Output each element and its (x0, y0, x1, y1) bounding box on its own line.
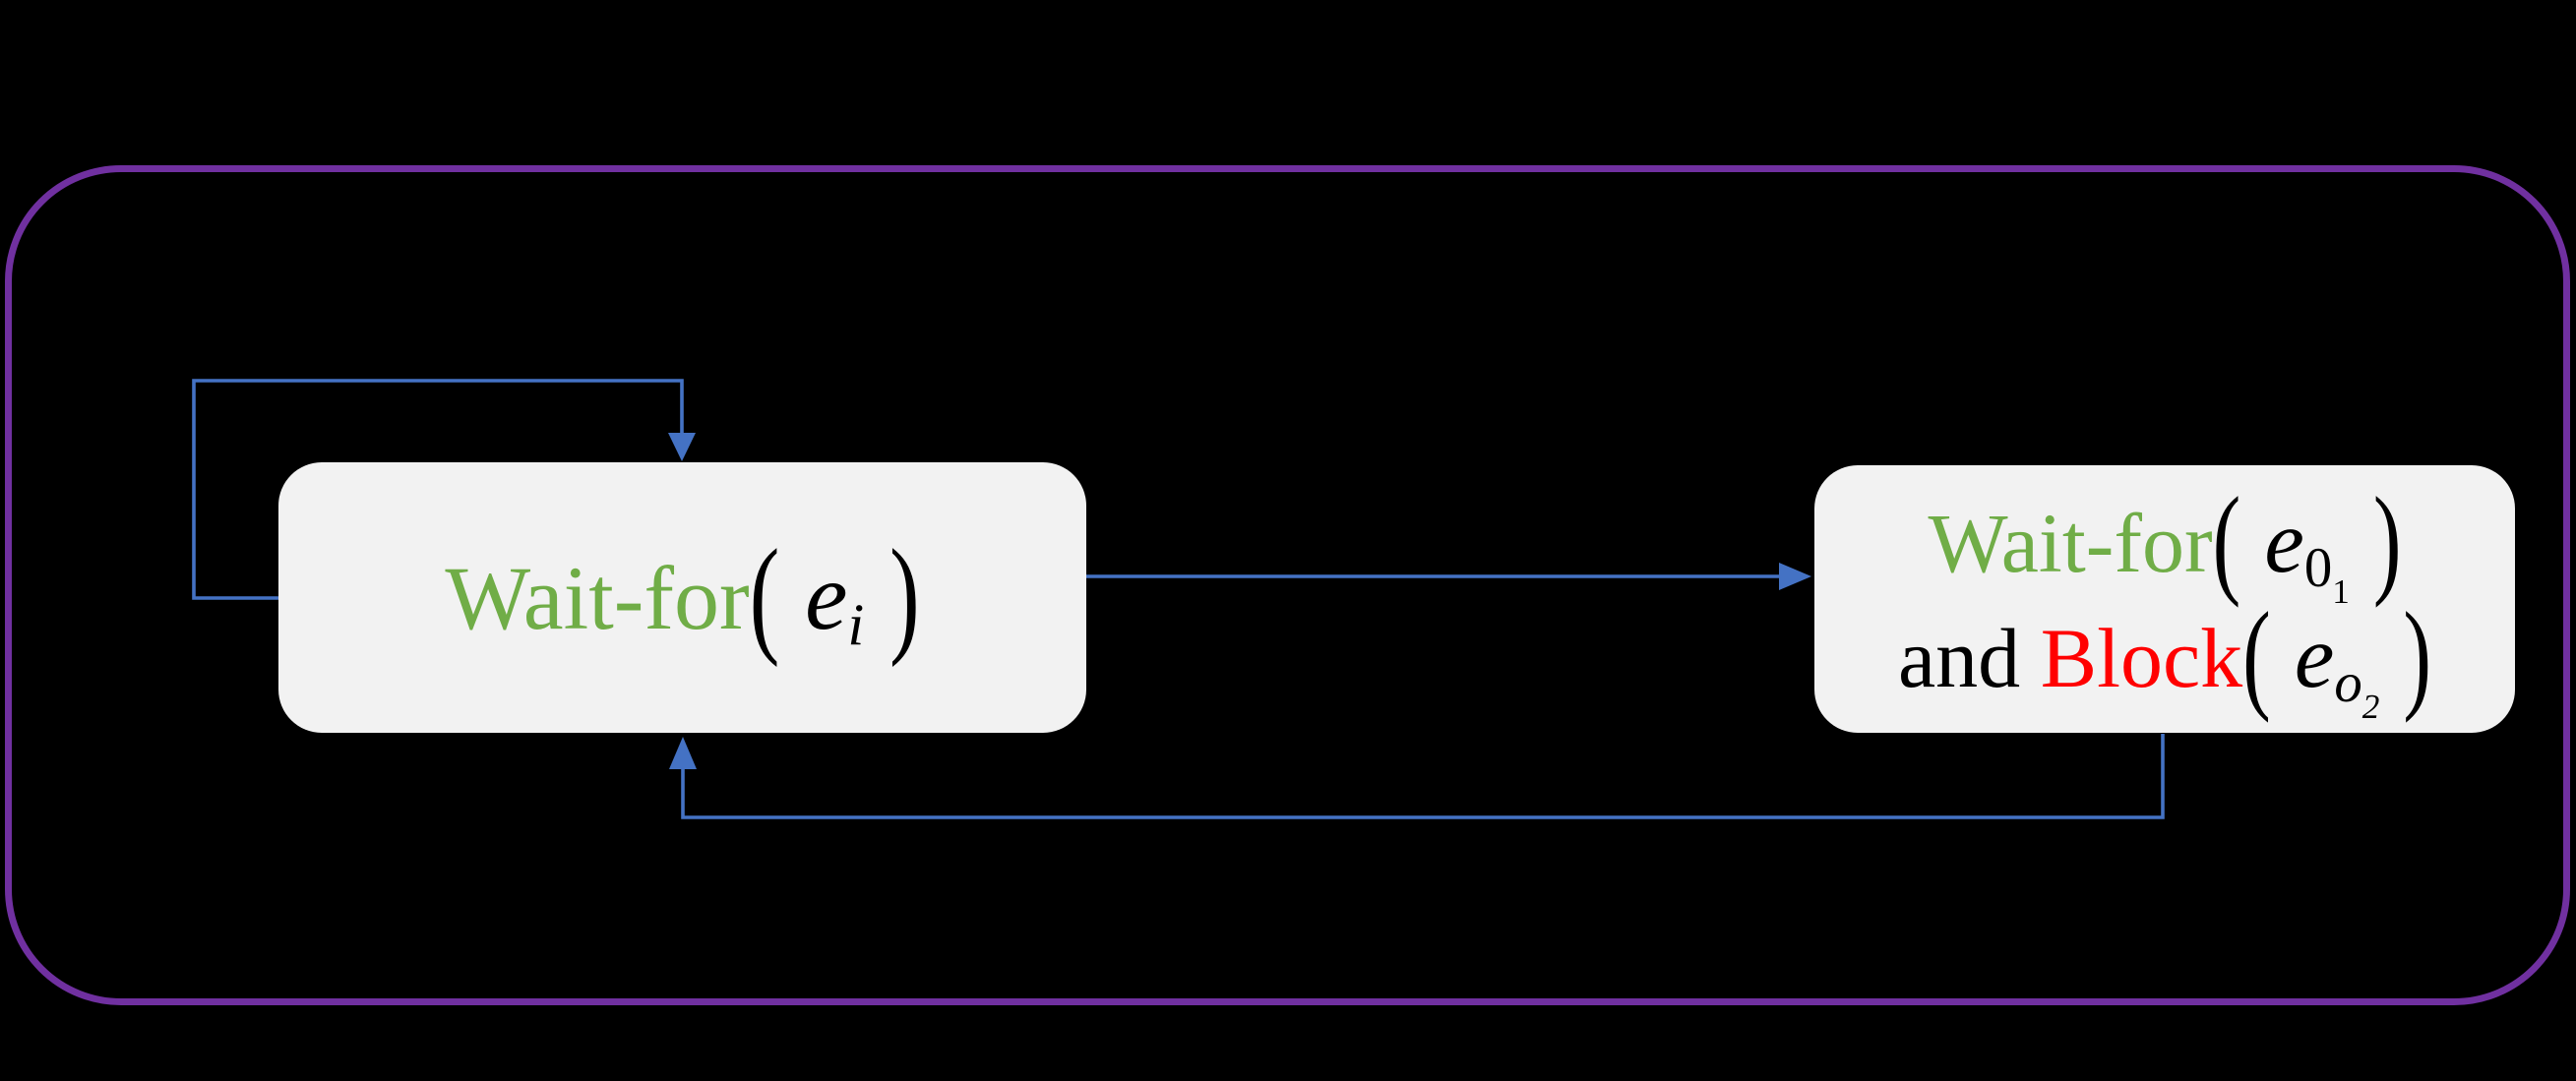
open-paren: ( (2242, 586, 2271, 724)
open-paren: ( (749, 521, 780, 668)
outer-boundary-frame (5, 165, 2570, 1005)
close-paren: ) (2372, 471, 2402, 609)
wait-for-keyword: Wait-for (1928, 495, 2213, 590)
close-paren: ) (2403, 586, 2432, 724)
arrowhead-right-icon (1779, 563, 1811, 590)
arrowhead-down-icon (668, 433, 696, 461)
wait-for-keyword: Wait-for (445, 547, 750, 648)
state-label-wait: Wait-for(ei) (445, 529, 919, 660)
transition-arrow (1086, 563, 1811, 590)
event-subsubscript: 2 (2361, 688, 2380, 727)
return-arrow (669, 734, 2165, 819)
arrowhead-up-icon (669, 737, 697, 769)
event-subscript: i (847, 591, 865, 658)
close-paren: ) (889, 521, 920, 668)
state-label-wait-line: Wait-for(e01) (1928, 478, 2401, 609)
and-word: and (1897, 611, 2021, 705)
event-var: e (805, 543, 848, 650)
state-box-wait: Wait-for(ei) (278, 462, 1086, 733)
open-paren: ( (2212, 471, 2241, 609)
event-subscript: 01 (2303, 536, 2350, 612)
event-var: e (2294, 607, 2335, 706)
block-keyword: Block (2040, 611, 2243, 705)
event-var: e (2264, 491, 2304, 591)
self-loop-arrow (192, 379, 696, 600)
event-subscript: o2 (2334, 651, 2380, 727)
event-subsubscript: 1 (2332, 572, 2350, 612)
